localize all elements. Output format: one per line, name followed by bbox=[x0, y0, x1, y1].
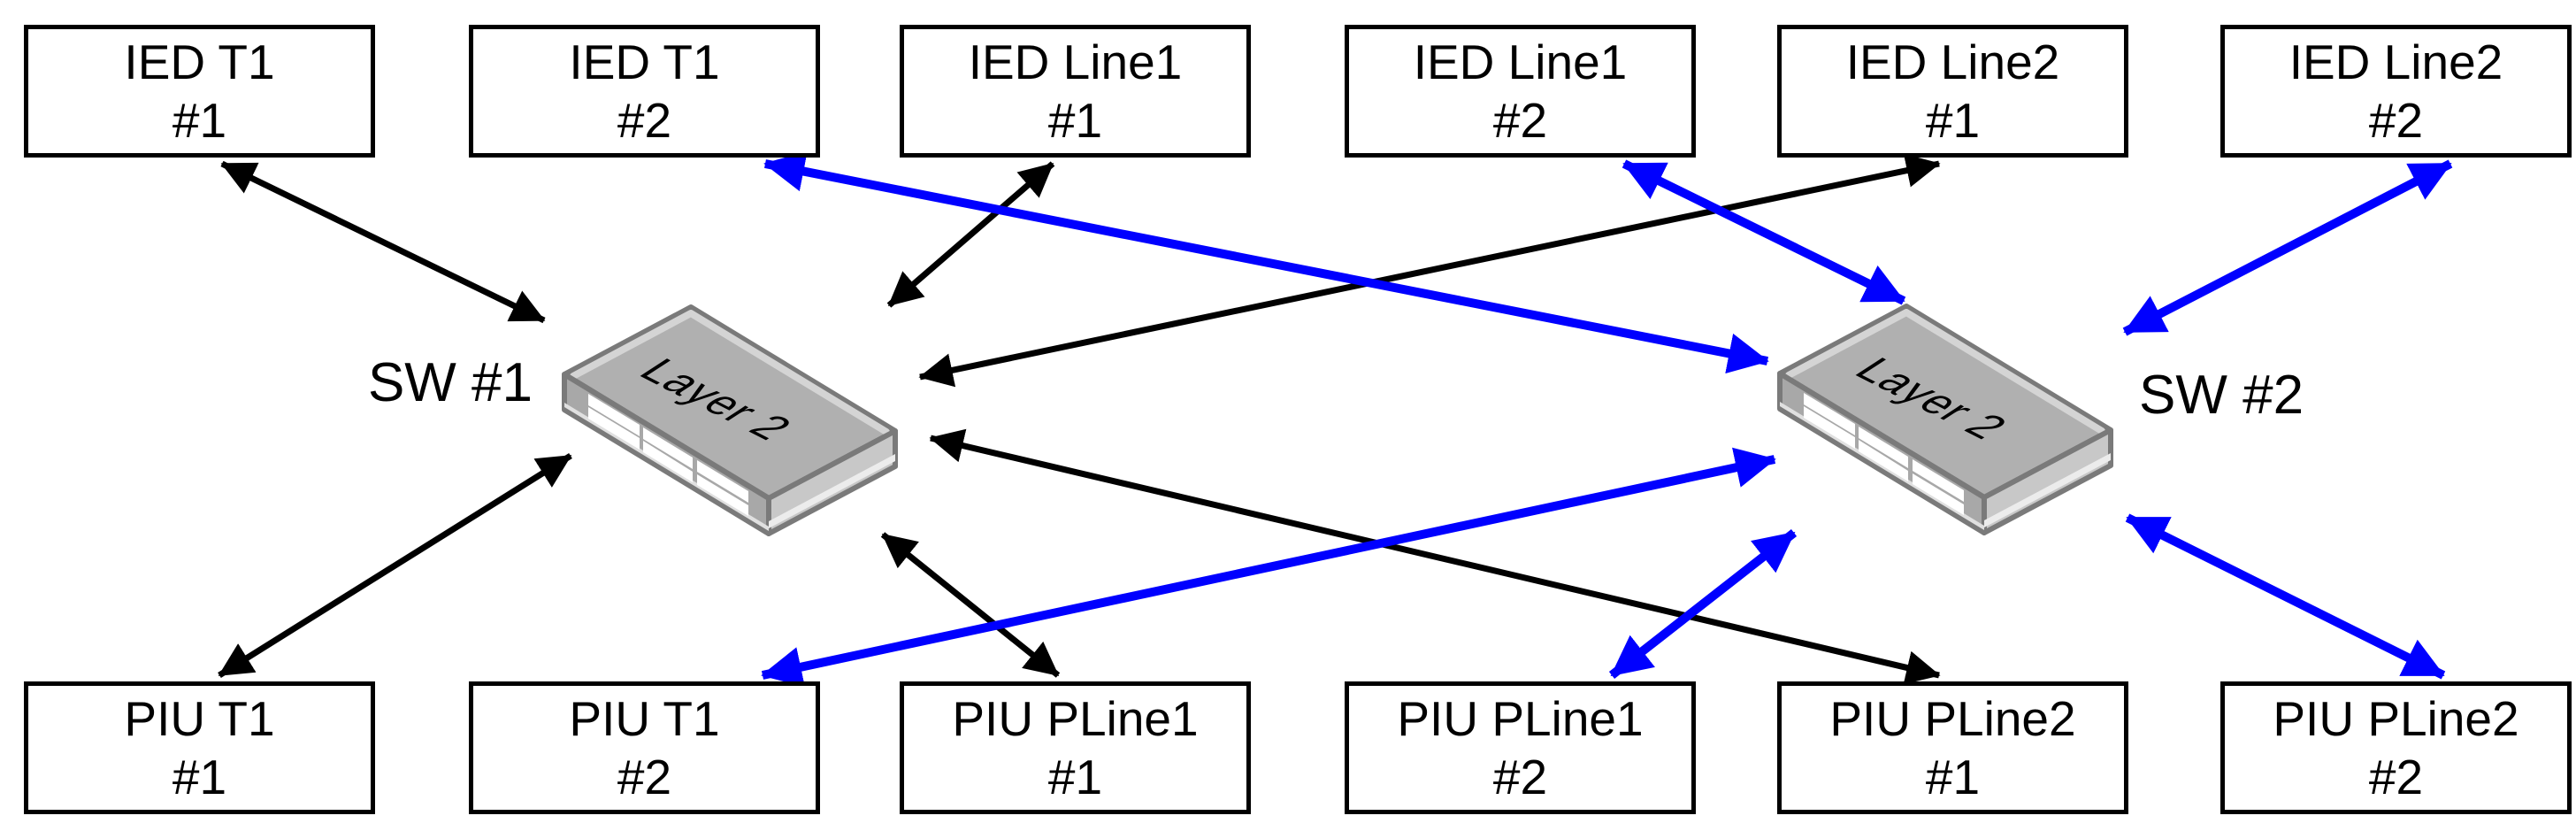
edge-piu-pline2-1-sw1 bbox=[929, 428, 1941, 685]
node-label-line1: PIU PLine2 bbox=[1829, 691, 2076, 746]
edge-piu-t1-2-sw2 bbox=[761, 447, 1776, 688]
node-label-line2: #1 bbox=[172, 750, 227, 804]
node-piu-pline2-1: PIU PLine2 #1 bbox=[1777, 681, 2128, 814]
node-piu-t1-2: PIU T1 #2 bbox=[469, 681, 820, 814]
edge-piu-pline1-1-sw1 bbox=[880, 532, 1061, 678]
switch-name-sw2: SW #2 bbox=[2139, 365, 2304, 426]
node-label-line1: IED Line1 bbox=[968, 35, 1183, 89]
node-label-line2: #2 bbox=[1492, 750, 1548, 804]
node-label-line2: #1 bbox=[1047, 93, 1103, 148]
blue-network-edges bbox=[761, 150, 2453, 688]
node-label-line2: #1 bbox=[1047, 750, 1103, 804]
node-label-line2: #2 bbox=[1492, 93, 1548, 148]
node-label-line1: PIU T1 bbox=[569, 691, 720, 746]
edge-ied-line2-1-sw1 bbox=[918, 153, 1941, 388]
node-label-line2: #1 bbox=[172, 93, 227, 148]
node-piu-pline2-2: PIU PLine2 #2 bbox=[2220, 681, 2572, 814]
switch-sw1: Layer 2 bbox=[564, 307, 895, 534]
node-label-line1: IED T1 bbox=[569, 35, 720, 89]
edge-piu-t1-1-sw1 bbox=[218, 453, 572, 678]
node-label-line2: #2 bbox=[617, 93, 672, 148]
node-label-line2: #2 bbox=[617, 750, 672, 804]
node-label-line2: #2 bbox=[2368, 93, 2424, 148]
node-ied-line2-2: IED Line2 #2 bbox=[2220, 25, 2572, 158]
edge-ied-t1-1-sw1 bbox=[220, 160, 546, 324]
node-ied-t1-2: IED T1 #2 bbox=[469, 25, 820, 158]
node-label-line1: IED Line1 bbox=[1413, 35, 1628, 89]
node-label-line1: PIU PLine2 bbox=[2273, 691, 2519, 746]
node-label-line2: #2 bbox=[2368, 750, 2424, 804]
switch-sw2: Layer 2 bbox=[1780, 306, 2111, 533]
node-label-line1: IED Line2 bbox=[1845, 35, 2060, 89]
node-label-line2: #1 bbox=[1925, 750, 1981, 804]
black-network-edges bbox=[218, 153, 1941, 685]
node-label-line2: #1 bbox=[1925, 93, 1981, 148]
switch-name-sw1: SW #1 bbox=[367, 352, 533, 413]
node-ied-line1-2: IED Line1 #2 bbox=[1345, 25, 1696, 158]
edge-ied-t1-2-sw2 bbox=[763, 150, 1769, 374]
node-ied-t1-1: IED T1 #1 bbox=[24, 25, 375, 158]
node-label-line1: IED Line2 bbox=[2288, 35, 2503, 89]
node-label-line1: PIU PLine1 bbox=[1397, 691, 1644, 746]
node-label-line1: PIU T1 bbox=[124, 691, 275, 746]
node-piu-pline1-2: PIU PLine1 #2 bbox=[1345, 681, 1696, 814]
node-label-line1: IED T1 bbox=[124, 35, 275, 89]
edge-ied-line1-1-sw1 bbox=[886, 161, 1055, 308]
node-ied-line1-1: IED Line1 #1 bbox=[900, 25, 1251, 158]
node-piu-pline1-1: PIU PLine1 #1 bbox=[900, 681, 1251, 814]
edge-ied-line1-2-sw2 bbox=[1622, 159, 1906, 305]
edge-piu-pline1-2-sw2 bbox=[1608, 529, 1798, 679]
node-piu-t1-1: PIU T1 #1 bbox=[24, 681, 375, 814]
node-label-line1: PIU PLine1 bbox=[952, 691, 1199, 746]
edge-ied-line2-2-sw2 bbox=[2122, 159, 2453, 336]
edge-piu-pline2-2-sw2 bbox=[2125, 513, 2446, 680]
node-ied-line2-1: IED Line2 #1 bbox=[1777, 25, 2128, 158]
